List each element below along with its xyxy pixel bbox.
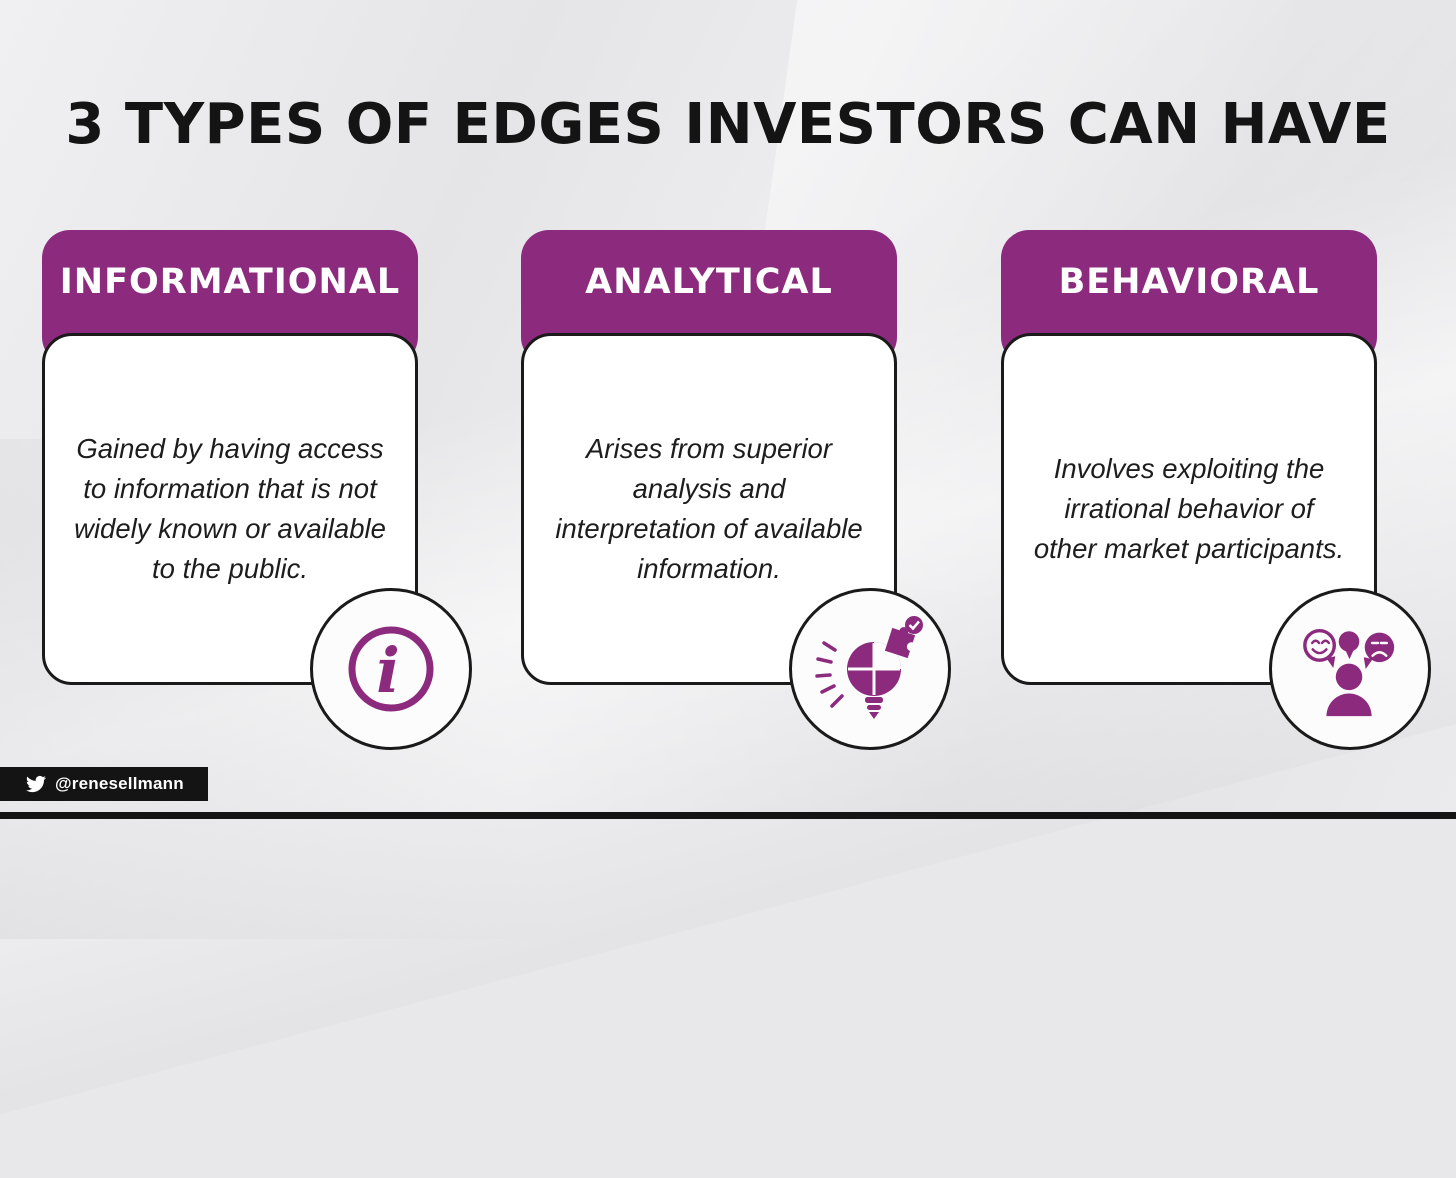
attribution-bar: @renesellmann	[0, 767, 208, 801]
twitter-icon	[26, 774, 46, 794]
card-analytical-description: Arises from superior analysis and interp…	[555, 433, 863, 584]
card-informational-title: INFORMATIONAL	[59, 261, 401, 302]
svg-text:i: i	[376, 634, 400, 707]
lightbulb-puzzle-icon	[789, 588, 951, 750]
card-behavioral: BEHAVIORAL Involves exploiting the irrat…	[1001, 230, 1431, 750]
card-analytical: ANALYTICAL Arises from superior analysis…	[521, 230, 951, 750]
info-icon: i	[310, 588, 472, 750]
bottom-accent-bar	[0, 812, 1456, 819]
emotions-people-icon	[1269, 588, 1431, 750]
card-behavioral-title: BEHAVIORAL	[1058, 261, 1320, 302]
page-title: 3 TYPES OF EDGES INVESTORS CAN HAVE	[65, 92, 1391, 157]
author-handle: @renesellmann	[55, 774, 184, 793]
card-informational: INFORMATIONAL Gained by having access to…	[42, 230, 472, 750]
card-analytical-title: ANALYTICAL	[585, 261, 833, 302]
card-informational-description: Gained by having access to information t…	[74, 433, 386, 584]
card-behavioral-description: Involves exploiting the irrational behav…	[1033, 453, 1345, 564]
